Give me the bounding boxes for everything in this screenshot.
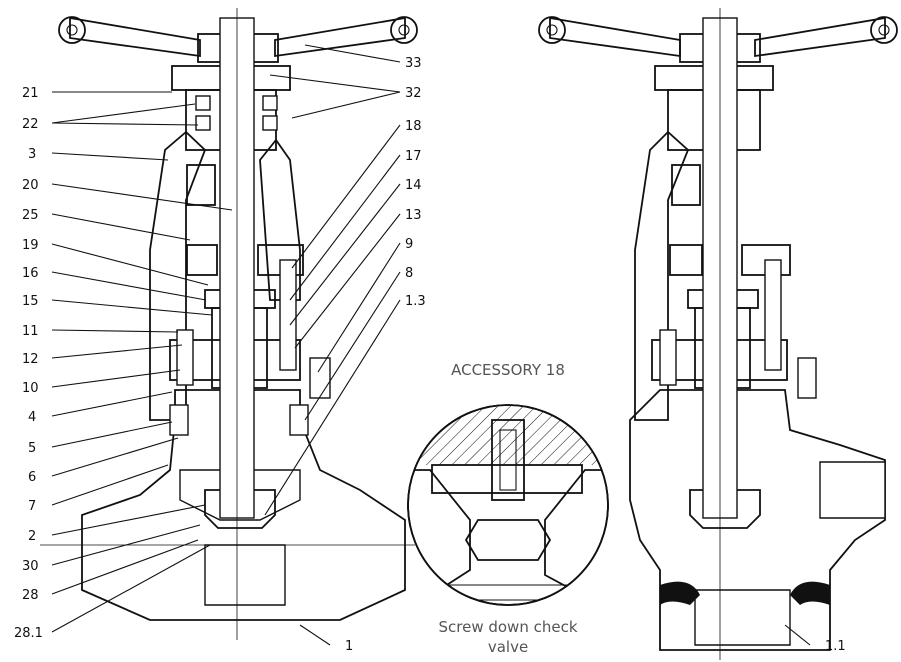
label-32: 32 — [405, 86, 422, 101]
label-33: 33 — [405, 56, 422, 71]
label-5: 5 — [28, 441, 36, 456]
label-15: 15 — [22, 294, 39, 309]
label-3: 3 — [28, 147, 36, 162]
label-11: 11 — [22, 324, 39, 339]
label-8: 8 — [405, 266, 413, 281]
label-14: 14 — [405, 178, 422, 193]
label-1-1: 1.1 — [825, 639, 846, 654]
left-leaders — [51, 91, 331, 646]
label-28: 28 — [22, 588, 39, 603]
label-16: 16 — [22, 266, 39, 281]
label-30: 30 — [22, 559, 39, 574]
label-6: 6 — [28, 470, 36, 485]
label-9: 9 — [405, 237, 413, 252]
accessory-title: ACCESSORY 18 — [451, 361, 565, 379]
caption-line-2: valve — [488, 638, 528, 656]
label-2: 2 — [28, 529, 36, 544]
label-21: 21 — [22, 86, 39, 101]
label-12: 12 — [22, 352, 39, 367]
right-leaders — [264, 44, 811, 646]
caption-line-1: Screw down check — [438, 618, 577, 636]
left-valve-section — [40, 8, 418, 640]
label-22: 22 — [22, 117, 39, 132]
label-4: 4 — [28, 410, 36, 425]
part-number-labels: 21 22 3 20 25 19 16 15 11 12 10 4 5 6 7 … — [14, 56, 846, 654]
label-1: 1 — [345, 639, 353, 654]
label-1-3: 1.3 — [405, 294, 426, 309]
right-valve-section — [538, 8, 898, 660]
label-10: 10 — [22, 381, 39, 396]
label-28-1: 28.1 — [14, 626, 43, 641]
label-18: 18 — [405, 119, 422, 134]
label-17: 17 — [405, 149, 422, 164]
label-25: 25 — [22, 208, 39, 223]
label-7: 7 — [28, 499, 36, 514]
label-13: 13 — [405, 208, 422, 223]
accessory-detail: ACCESSORY 18 Screw down check valve — [407, 361, 609, 656]
label-19: 19 — [22, 238, 39, 253]
label-20: 20 — [22, 178, 39, 193]
